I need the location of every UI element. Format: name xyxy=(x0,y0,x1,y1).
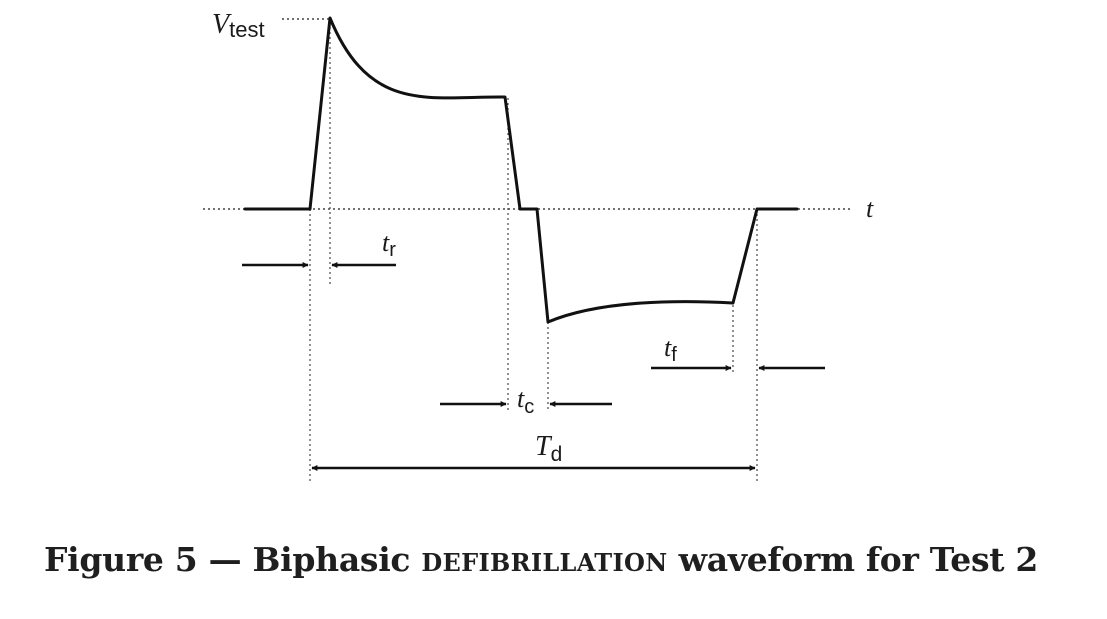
label-t-r: tr xyxy=(382,228,396,261)
label-v-test: Vtest xyxy=(212,9,265,42)
label-t-r-main: t xyxy=(382,228,390,257)
label-T-d: Td xyxy=(535,431,562,466)
label-T-d-main: T xyxy=(535,431,553,462)
label-t-c-main: t xyxy=(517,384,525,413)
caption-term: DEFIBRILLATION xyxy=(421,548,668,577)
label-t-c: tc xyxy=(517,384,534,418)
label-t-f-main: t xyxy=(664,333,672,362)
guide-lines xyxy=(309,22,758,484)
label-t-r-sub: r xyxy=(389,239,396,261)
label-t-axis: t xyxy=(866,194,874,223)
figure-caption: Figure 5 — Biphasic DEFIBRILLATION wavef… xyxy=(44,540,1084,579)
caption-prefix: Figure 5 — Biphasic xyxy=(44,540,422,579)
label-t-f-sub: f xyxy=(671,344,677,366)
caption-suffix: waveform for Test 2 xyxy=(667,540,1039,579)
label-t-c-sub: c xyxy=(524,396,534,418)
label-t-f: tf xyxy=(664,333,677,366)
label-T-d-sub: d xyxy=(551,443,563,466)
label-v-test-sub: test xyxy=(229,17,264,42)
biphasic-waveform xyxy=(243,16,799,324)
label-v-test-main: V xyxy=(212,9,232,40)
